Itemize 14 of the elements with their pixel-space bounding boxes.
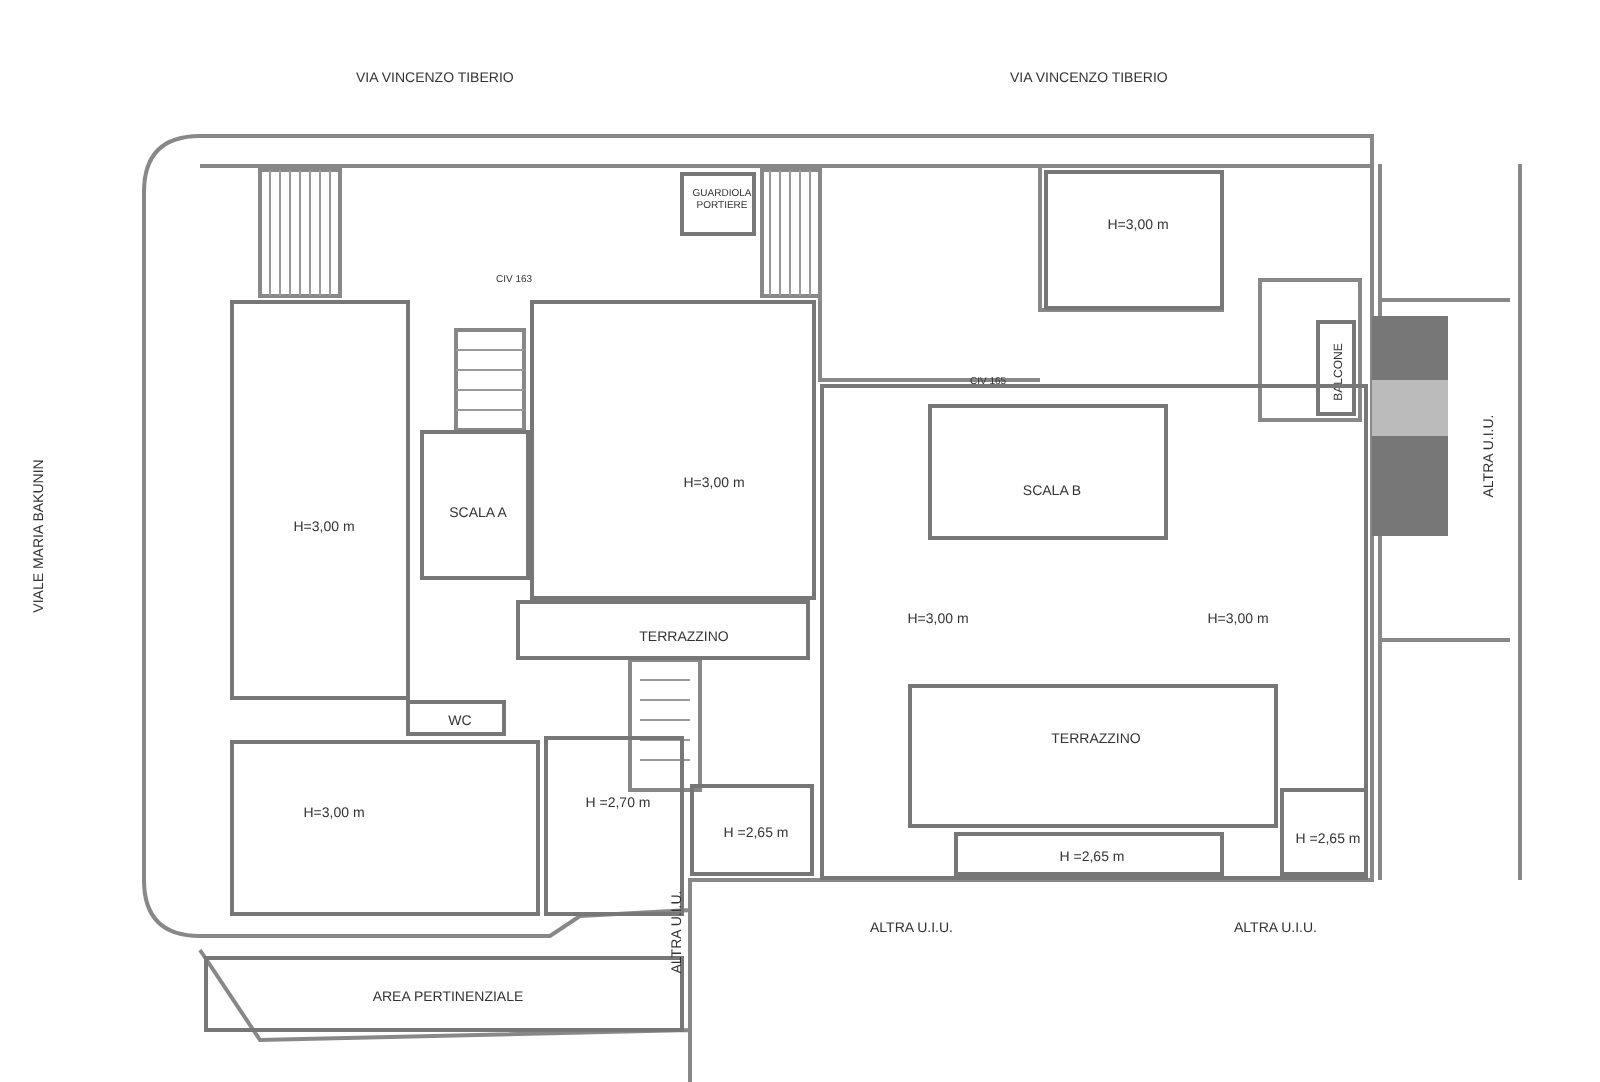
- porter-lodge: [680, 172, 756, 236]
- terrace: [908, 684, 1278, 828]
- room: [1044, 170, 1224, 310]
- bathroom: [406, 700, 506, 736]
- room: [530, 300, 816, 600]
- room: [690, 784, 814, 876]
- stairwell: [420, 430, 530, 580]
- room: [954, 832, 1224, 876]
- terrace: [516, 600, 810, 660]
- room: [230, 740, 540, 916]
- room: [1280, 788, 1368, 876]
- balcony: [1316, 320, 1356, 416]
- stairwell: [928, 404, 1168, 540]
- room: [230, 300, 410, 700]
